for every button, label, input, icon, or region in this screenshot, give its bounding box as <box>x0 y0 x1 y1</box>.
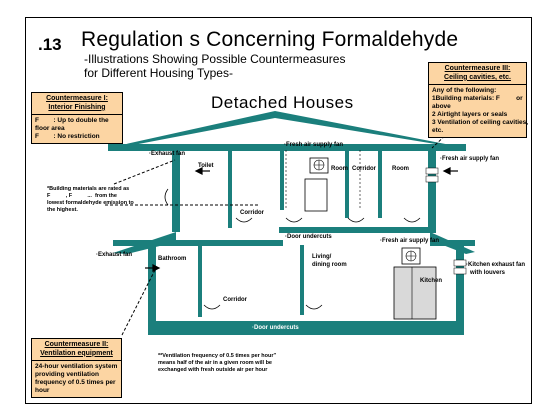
partition-4 <box>378 150 382 218</box>
label-toilet: Toilet <box>198 163 214 169</box>
cm1-line2: floor area <box>35 124 65 132</box>
lower-wall-right <box>456 245 464 335</box>
label-corridor-bottom: Corridor <box>223 297 247 303</box>
ground-floor <box>148 321 464 335</box>
upper-wall-right <box>428 150 436 232</box>
cm3-line4: 2 Airtight layers or seals <box>432 110 508 118</box>
countermeasure-3-box: Countermeasure III:Ceiling cavities, etc… <box>428 62 529 139</box>
upper-floor-slab <box>279 227 436 233</box>
cm2-line1: 24-hour ventilation system <box>35 362 118 370</box>
lower-ceiling-right <box>430 240 475 246</box>
label-door-undercuts-top: ·Door undercuts <box>285 234 332 240</box>
upper-ceiling <box>108 144 466 151</box>
house-type-heading: Detached Houses <box>211 93 354 112</box>
partition-2 <box>280 150 284 210</box>
lower-wall-left <box>148 245 156 335</box>
upper-wall-left <box>172 150 180 232</box>
upper-roof-inner <box>128 118 448 146</box>
label-corridor-mid: Corridor <box>240 210 264 216</box>
rating-note: *Building materials are rated as F , F .… <box>47 186 134 213</box>
cm2-title-2: Ventilation equipment <box>40 349 113 357</box>
partition-3 <box>345 150 349 218</box>
kitchen-cabinet <box>393 266 437 320</box>
lower-partition-1 <box>198 245 202 317</box>
cm1-line3: F : No restriction <box>35 132 100 140</box>
label-bathroom: Bathroom <box>158 256 187 262</box>
cm3-line5: 3 Ventilation of ceiling cavities, <box>432 119 529 126</box>
cm2-line4: hour <box>35 386 50 394</box>
label-kitchen: Kitchen <box>420 278 443 284</box>
label-fresh-air-top: ·Fresh air supply fan <box>284 142 344 148</box>
upper-unit <box>304 178 328 212</box>
label-corridor-top: Corridor <box>352 166 376 172</box>
countermeasure-2-box: Countermeasure II:Ventilation equipment … <box>31 338 122 398</box>
cm1-title-1: Countermeasure I: <box>46 95 108 102</box>
cm3-line2: 1Building materials: F or <box>432 94 523 102</box>
cm3-line1: Any of the following: <box>432 86 497 94</box>
cm1-line1: F : Up to double the <box>35 116 109 124</box>
cm3-title-1: Countermeasure III: <box>444 65 511 72</box>
label-exhaust-fan-lower: ·Exhaust fan <box>96 252 133 258</box>
lower-ceiling-left <box>113 240 283 246</box>
countermeasure-1-box: Countermeasure I:Interior Finishing F : … <box>31 92 123 144</box>
lower-partition-2 <box>300 245 304 315</box>
cm2-line3: frequency of 0.5 times per <box>35 378 116 386</box>
cm1-title-2: Interior Finishing <box>48 103 106 111</box>
label-room-left: Room <box>331 166 348 172</box>
label-living-2: dining room <box>312 262 347 268</box>
cm2-line2: providing ventilation <box>35 370 99 378</box>
cm3-title-2: Ceiling cavities, etc. <box>444 73 511 81</box>
cm2-title-1: Countermeasure II: <box>44 341 109 348</box>
ventilation-note: **Ventilation frequency of 0.5 times per… <box>158 353 277 373</box>
label-kitchen-fan-2: with louvers <box>470 270 506 276</box>
label-door-undercuts-bottom: ·Door undercuts <box>252 325 299 331</box>
label-living-1: Living/ <box>312 254 332 260</box>
label-fresh-air-lower: ·Fresh air supply fan <box>380 238 440 244</box>
slide-number: .13 <box>38 35 62 54</box>
subtitle-line2: for Different Housing Types- <box>84 66 233 80</box>
partition-1 <box>228 150 232 228</box>
airflow-arrows <box>164 188 421 310</box>
cm3-line6: etc. <box>432 127 444 135</box>
label-exhaust-fan-top: ·Exhaust fan <box>149 151 186 157</box>
subtitle-line1: -Illustrations Showing Possible Counterm… <box>84 52 346 66</box>
label-room-right: Room <box>392 166 409 172</box>
label-kitchen-fan-1: ·Kitchen exhaust fan <box>466 262 526 268</box>
label-fresh-air-right: ·Fresh air supply fan <box>440 156 500 162</box>
cm3-line3: above <box>432 102 451 110</box>
page-title: Regulation s Concerning Formaldehyde <box>81 28 459 51</box>
